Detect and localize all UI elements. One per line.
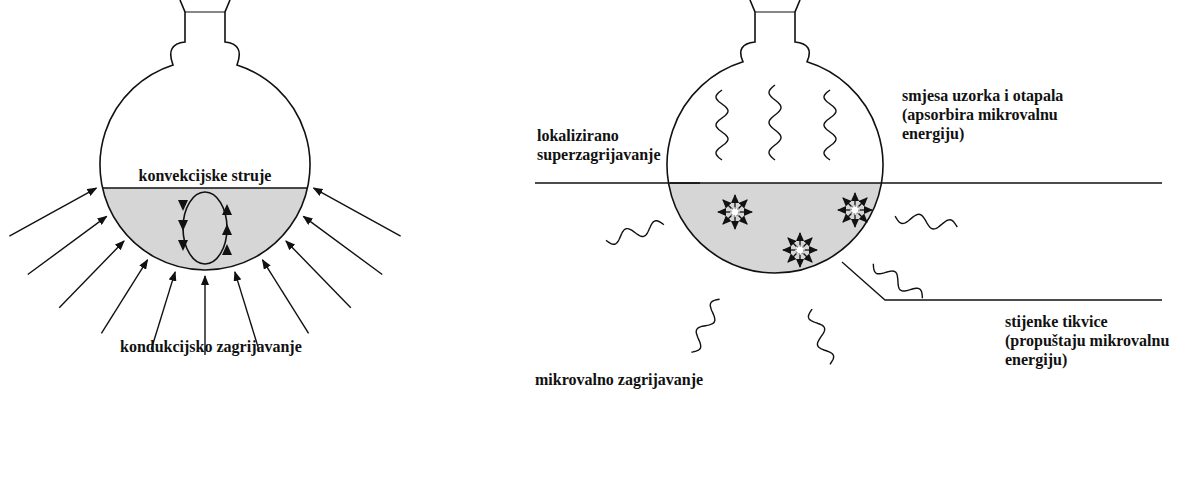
microwave-flask [535,0,1162,364]
superheat-burst [843,198,851,206]
superheat-core [731,208,739,216]
label: mikrovalno zagrijavanje [535,370,755,389]
liquid [103,188,308,270]
heat-arrow [59,241,124,308]
conduction-flask [9,0,400,355]
superheat-burst [739,200,747,208]
superheat-burst [718,211,730,212]
flask-outline [100,0,310,270]
microwave [606,221,664,245]
superheat-burst [734,195,735,207]
heat-arrow [314,188,401,236]
leader-line [670,182,1162,183]
flask-outline [667,0,883,273]
microwave [769,85,781,160]
loop-arrowhead [222,204,232,215]
heat-arrow [263,260,309,333]
loop-arrowhead [178,220,188,231]
superheat-burst [788,254,796,262]
heat-arrow [28,216,107,274]
superheat-burst [723,216,731,224]
heat-arrow [286,241,351,308]
microwave [873,264,922,298]
heat-arrow [235,272,259,350]
superheat-core [851,206,859,214]
microwave [716,90,728,160]
superheat-burst [734,217,735,229]
superheat-burst [854,193,855,205]
leader-line [842,262,1162,300]
neck-joint [185,11,225,12]
superheat-burst [739,216,747,224]
loop-arrowhead [222,244,232,255]
microwave [824,90,836,160]
microwave [691,299,719,352]
superheat-burst [859,214,867,222]
superheat-burst [805,249,817,250]
loop-arrowhead [222,224,232,235]
superheat-burst [838,209,850,210]
heat-arrow [151,272,175,350]
superheat-burst [799,233,800,245]
superheat-burst [799,255,800,267]
label: kondukcijsko zagrijavanje [120,337,340,356]
loop-arrowhead [178,200,188,211]
label: stijenke tikvice (propuštaju mikrovalnu … [1005,312,1175,369]
microwave [808,309,833,364]
superheat-burst [804,254,812,262]
superheat-burst [859,198,867,206]
superheat-burst [788,238,796,246]
heat-arrow [9,188,96,236]
neck-joint [755,11,795,12]
superheat-burst [723,200,731,208]
heat-arrow [101,260,147,333]
liquid-surface [103,187,307,189]
superheat-burst [860,209,872,210]
convection-loop [183,192,227,264]
superheat-burst [843,214,851,222]
label: smjesa uzorka i otapala (apsorbira mikro… [902,86,1107,143]
superheat-burst [783,249,795,250]
superheat-burst [854,215,855,227]
loop-arrowhead [178,240,188,251]
superheat-burst [740,211,752,212]
liquid [669,183,882,273]
superheat-burst [804,238,812,246]
label: konvekcijske struje [136,166,275,185]
microwave [895,214,957,229]
heat-arrow [303,216,382,274]
label: lokalizirano superzagrijavanje [537,126,687,164]
superheat-core [796,246,804,254]
